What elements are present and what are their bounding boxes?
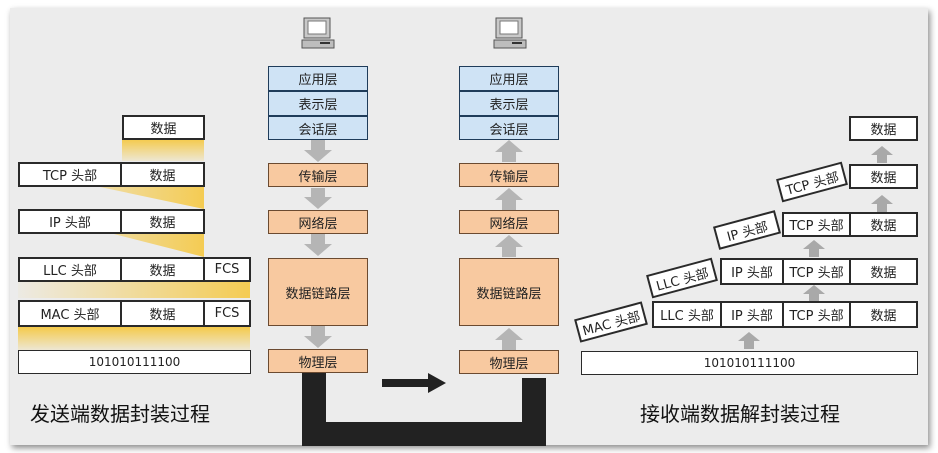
sender-down-arrows xyxy=(304,140,332,348)
right-row5-ip: IP 头部 xyxy=(720,301,784,328)
sender-computer-icon xyxy=(301,17,335,49)
left-row5-fcs: FCS xyxy=(203,300,251,327)
receiver-layer-transport: 传输层 xyxy=(459,163,559,187)
receiver-layer-application: 应用层 xyxy=(459,66,559,91)
left-row4-fcs: FCS xyxy=(203,257,251,282)
left-row5-mac-header: MAC 头部 xyxy=(18,300,122,327)
right-row4-ip: IP 头部 xyxy=(720,258,784,285)
physical-cable xyxy=(302,372,546,446)
left-row1-data: 数据 xyxy=(122,115,205,140)
encap-wedge-3 xyxy=(18,233,204,257)
sender-layer-datalink: 数据链路层 xyxy=(268,258,368,326)
encap-wedge-1 xyxy=(122,139,204,161)
right-row5-tcp: TCP 头部 xyxy=(782,301,851,328)
receiver-layer-session: 会话层 xyxy=(459,116,559,140)
left-bitstream: 101010111100 xyxy=(18,350,251,374)
left-row4-data: 数据 xyxy=(120,257,205,282)
sender-layer-session: 会话层 xyxy=(268,116,368,140)
left-row2-data: 数据 xyxy=(120,162,205,187)
sender-layer-application: 应用层 xyxy=(268,66,368,91)
encap-wedge-2 xyxy=(18,187,204,209)
left-row3-data: 数据 xyxy=(120,209,205,234)
left-row3-ip-header: IP 头部 xyxy=(18,209,122,234)
receiver-layer-presentation: 表示层 xyxy=(459,91,559,116)
left-row5-data: 数据 xyxy=(120,300,205,327)
encap-wedge-5 xyxy=(18,327,250,350)
right-row1-data: 数据 xyxy=(849,116,918,141)
right-row4-tcp: TCP 头部 xyxy=(782,258,851,285)
sender-layer-network: 网络层 xyxy=(268,210,368,234)
sender-caption: 发送端数据封装过程 xyxy=(30,402,210,426)
receiver-caption: 接收端数据解封装过程 xyxy=(640,402,840,426)
sender-layer-presentation: 表示层 xyxy=(268,91,368,116)
decap-up-arrows xyxy=(738,146,893,349)
right-row5-data: 数据 xyxy=(849,301,918,328)
right-row5-llc: LLC 头部 xyxy=(652,301,722,328)
receiver-computer-icon xyxy=(493,17,527,49)
left-row4-llc-header: LLC 头部 xyxy=(18,257,122,282)
receiver-up-arrows xyxy=(495,140,523,350)
right-row3-tcp: TCP 头部 xyxy=(782,212,851,237)
receiver-layer-datalink: 数据链路层 xyxy=(459,258,559,326)
right-bitstream: 101010111100 xyxy=(581,351,918,375)
right-row3-data: 数据 xyxy=(849,212,918,237)
sender-layer-transport: 传输层 xyxy=(268,163,368,187)
encap-wedge-4 xyxy=(18,282,250,298)
sender-layer-physical: 物理层 xyxy=(268,349,368,373)
right-row4-data: 数据 xyxy=(849,258,918,285)
transfer-arrow xyxy=(382,373,446,393)
right-row2-data: 数据 xyxy=(849,164,918,189)
receiver-layer-physical: 物理层 xyxy=(459,350,559,374)
left-row2-tcp-header: TCP 头部 xyxy=(18,162,122,187)
receiver-layer-network: 网络层 xyxy=(459,210,559,234)
